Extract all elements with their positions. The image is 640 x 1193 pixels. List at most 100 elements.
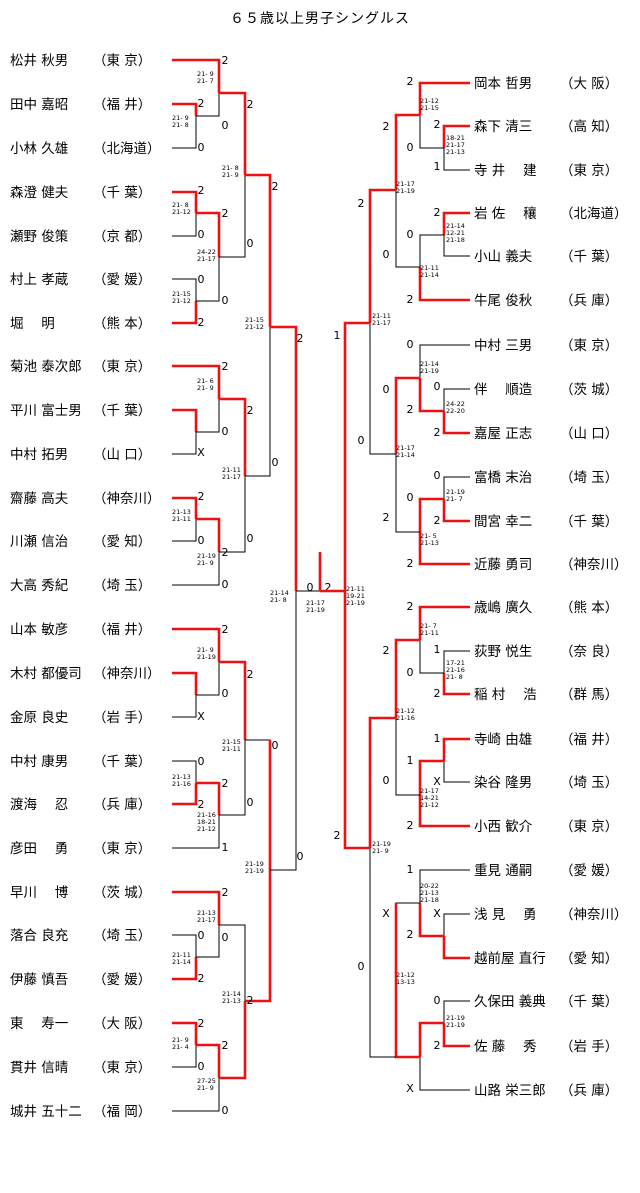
game-score: 21-12: [420, 97, 439, 105]
player-prefecture: （茨 城）: [93, 885, 151, 901]
bracket-line: [219, 91, 247, 175]
game-score: 21- 7: [446, 495, 463, 503]
game-score: 21-17: [420, 787, 439, 795]
game-count: 2: [434, 687, 441, 700]
player-name: 稲 村 浩: [474, 687, 537, 703]
bracket-line: [172, 190, 198, 213]
game-score: 21-19: [245, 867, 264, 875]
game-score: 21- 9: [197, 384, 214, 392]
game-score: 21-14: [420, 360, 439, 368]
bracket-line: [418, 497, 444, 532]
game-score: 21-17: [197, 255, 216, 263]
game-score: 21-18: [446, 236, 465, 244]
player-prefecture: （愛 媛）: [93, 972, 151, 988]
player-name: 堀 明: [10, 316, 55, 332]
game-score: 21-13: [420, 539, 439, 547]
player-name: 中村 康男: [10, 753, 68, 770]
player-prefecture: （岩 手）: [93, 710, 151, 726]
game-score: 21-14: [446, 222, 465, 230]
game-score: 21-11: [222, 745, 241, 753]
player-name: 城井 五十二: [10, 1104, 82, 1120]
game-count: 2: [198, 972, 205, 985]
game-score: 21-19: [420, 367, 439, 375]
game-count: 0: [247, 796, 254, 809]
game-score: 21-12: [396, 971, 415, 979]
game-score: 21- 9: [172, 1036, 189, 1044]
bracket-line: [172, 116, 197, 149]
player-name: 森澄 健夫: [10, 185, 69, 201]
game-count: 2: [222, 777, 229, 790]
bracket-line: [442, 936, 470, 960]
player-name: 富橋 末治: [474, 469, 532, 486]
game-count: X: [406, 1082, 414, 1095]
bracket-line: [196, 399, 220, 433]
game-score: 21- 5: [420, 532, 437, 540]
game-count: 2: [222, 1039, 229, 1052]
player-name: 小林 久雄: [10, 141, 68, 157]
player-name: 渡海 忍: [10, 797, 68, 813]
player-prefecture: （東 京）: [560, 819, 618, 835]
game-count: 2: [434, 514, 441, 527]
bracket-line: [443, 388, 470, 411]
game-score: 21-19: [446, 1021, 465, 1029]
game-score: 21-14: [222, 990, 241, 998]
bracket-line: [219, 740, 246, 816]
player-name: 重見 通嗣: [474, 863, 532, 879]
bracket-line: [172, 760, 197, 783]
game-count: 1: [434, 643, 441, 656]
game-count: 0: [222, 931, 229, 944]
bracket-line: [418, 795, 470, 828]
game-count: 2: [334, 829, 341, 842]
game-score: 21- 9: [222, 171, 239, 179]
game-score: 21-16: [446, 666, 465, 674]
player-prefecture: （東 京）: [560, 338, 618, 354]
player-prefecture: （千 葉）: [93, 754, 151, 770]
game-score: 21-13: [446, 148, 465, 156]
game-score: 21-18: [420, 896, 439, 904]
game-count: 2: [434, 118, 441, 131]
game-count: 1: [334, 329, 341, 342]
game-score: 21-19: [446, 1014, 465, 1022]
game-count: 2: [247, 668, 254, 681]
game-score: 21-15: [222, 738, 241, 746]
player-prefecture: （北海道）: [560, 206, 628, 222]
player-prefecture: （兵 庫）: [560, 293, 618, 309]
game-count: 2: [407, 75, 414, 88]
game-count: 2: [407, 557, 414, 570]
game-count: 2: [222, 886, 229, 899]
game-count: X: [433, 907, 441, 920]
player-prefecture: （東 京）: [93, 1060, 151, 1076]
player-name: 貫井 信晴: [10, 1060, 68, 1076]
player-prefecture: （愛 媛）: [93, 272, 151, 288]
game-score: 13-13: [396, 978, 415, 986]
bracket-line: [172, 934, 197, 957]
game-count: 0: [383, 774, 390, 787]
game-count: 0: [307, 581, 314, 594]
game-score: 27-25: [197, 1077, 216, 1085]
bracket-line: [418, 605, 470, 640]
game-score: 21-13: [222, 997, 241, 1005]
game-score: 14-21: [420, 794, 439, 802]
game-count: 0: [222, 119, 229, 132]
game-count: 1: [434, 732, 441, 745]
bracket-line: [219, 175, 246, 258]
bracket-line: [172, 278, 197, 301]
bracket-line: [419, 869, 470, 903]
game-score: 21-19: [446, 488, 465, 496]
player-name: 川瀬 信治: [10, 534, 68, 550]
bracket-line: [395, 190, 420, 268]
player-name: 小西 歓介: [474, 819, 533, 835]
bracket-line: [270, 325, 298, 591]
bracket-line: [172, 695, 197, 718]
player-name: 牛尾 俊秋: [474, 293, 533, 309]
bracket-line: [419, 640, 444, 674]
game-count: 2: [383, 120, 390, 133]
bracket-line: [442, 411, 470, 435]
game-score: 17-21: [446, 659, 465, 667]
player-prefecture: （愛 知）: [560, 950, 618, 967]
bracket-line: [196, 781, 221, 815]
player-name: 歳嶋 廣久: [474, 599, 533, 616]
game-score: 21- 7: [420, 622, 437, 630]
bracket-line: [196, 1043, 221, 1078]
game-count: 2: [222, 623, 229, 636]
